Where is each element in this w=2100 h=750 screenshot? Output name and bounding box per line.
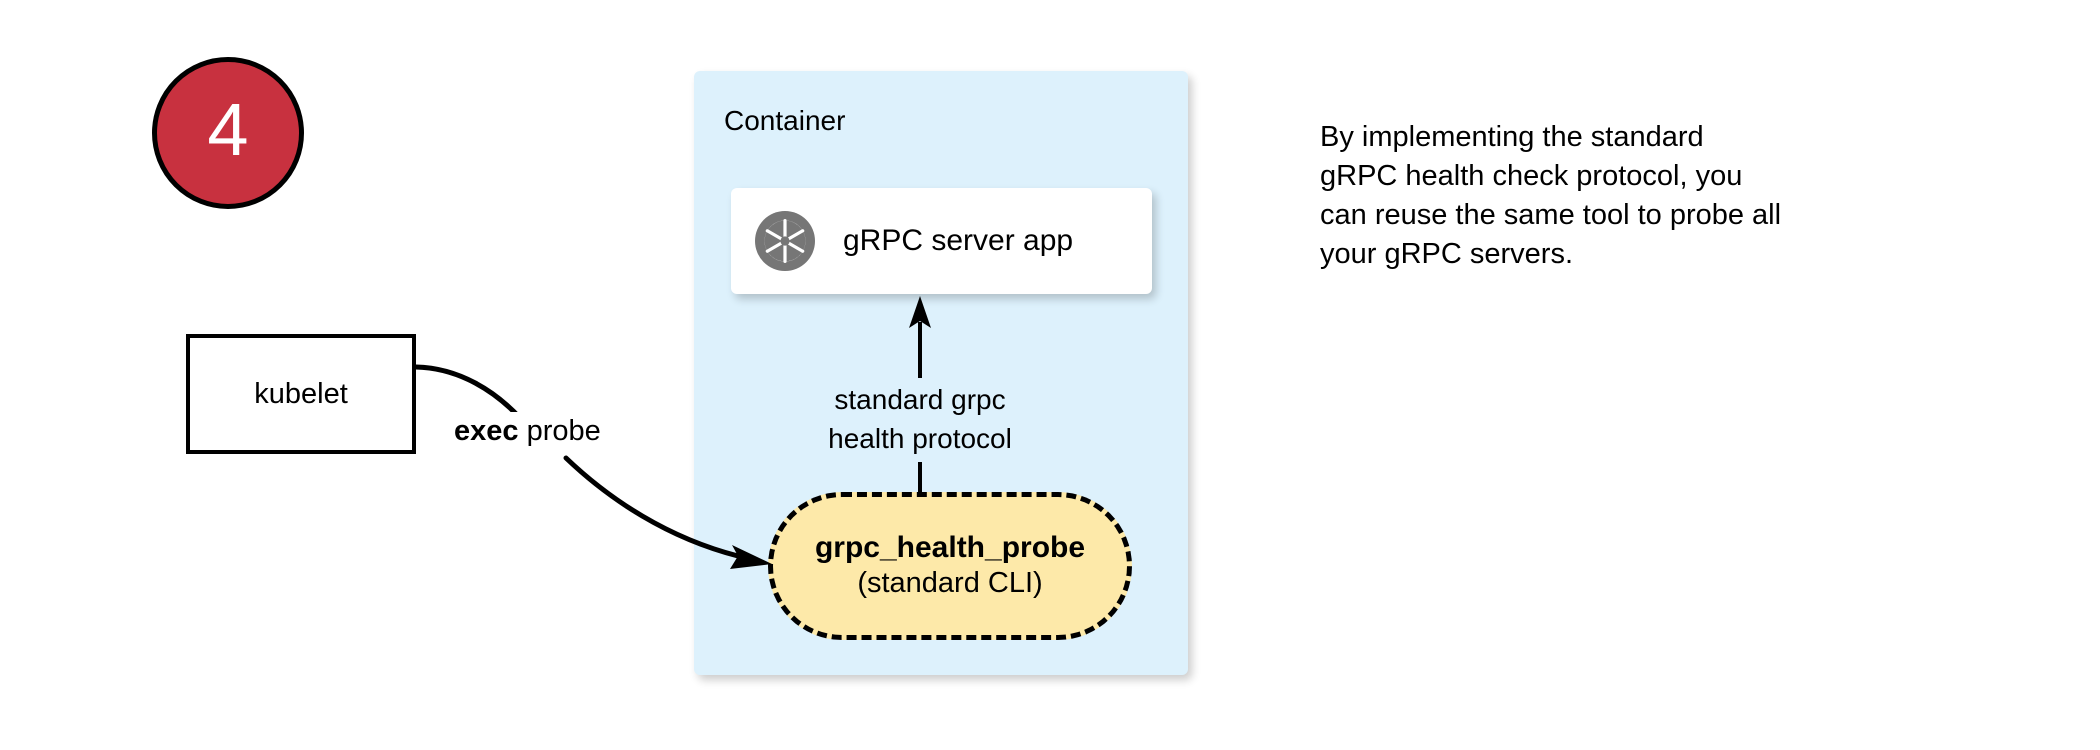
protocol-edge-label-line2: health protocol xyxy=(828,423,1012,454)
note-line: can reuse the same tool to probe all xyxy=(1320,199,1782,231)
exec-probe-label-rest: probe xyxy=(518,415,601,447)
step-number-badge: 4 xyxy=(152,57,304,209)
grpc-health-probe-node: grpc_health_probe (standard CLI) xyxy=(768,492,1132,640)
grpc-aperture-icon xyxy=(755,211,815,271)
protocol-edge-label: standard grpc health protocol xyxy=(760,378,1080,462)
note-line: gRPC health check protocol, you xyxy=(1320,160,1743,192)
note-line: your gRPC servers. xyxy=(1320,238,1574,270)
exec-probe-edge-label: exec probe xyxy=(448,412,607,453)
kubelet-node: kubelet xyxy=(186,334,416,454)
grpc-health-probe-subtitle: (standard CLI) xyxy=(857,567,1043,600)
exec-probe-arrow xyxy=(413,364,772,569)
explanatory-note: By implementing the standard gRPC health… xyxy=(1320,118,1920,274)
exec-probe-label-bold: exec xyxy=(454,415,519,447)
step-number-label: 4 xyxy=(207,88,249,171)
kubelet-label: kubelet xyxy=(254,377,348,410)
grpc-health-probe-title: grpc_health_probe xyxy=(814,531,1086,565)
container-label: Container xyxy=(724,105,846,136)
protocol-edge-label-line1: standard grpc xyxy=(834,384,1006,415)
grpc-server-app-node: gRPC server app xyxy=(731,188,1152,294)
note-line: By implementing the standard xyxy=(1320,121,1704,153)
grpc-server-app-label: gRPC server app xyxy=(843,224,1074,257)
